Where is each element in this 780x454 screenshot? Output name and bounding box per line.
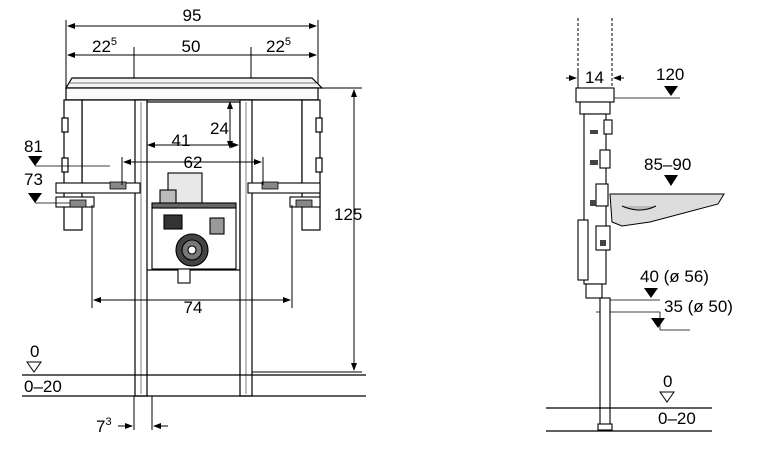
level-top-label: 81: [24, 137, 43, 156]
dim-left-offset: 225: [92, 36, 117, 56]
dim-height-total: 125: [334, 205, 362, 224]
side-top-bracket: [575, 87, 615, 115]
front-floor-range: 0–20: [24, 377, 62, 396]
front-floor-label: 0: [30, 342, 39, 361]
dim-inner-width: 41: [172, 131, 191, 150]
side-height-top-marker: [664, 86, 678, 96]
side-view: 14 120 85–90: [546, 18, 733, 432]
dim-drain-width: 62: [184, 153, 203, 172]
dim-leg-width: 73: [96, 416, 112, 436]
level-bottom-marker: [28, 193, 42, 203]
side-drain-low-label: 35 (ø 50): [664, 297, 733, 316]
side-drain-high-marker: [644, 288, 658, 298]
dim-depth: 14: [585, 68, 604, 87]
dim-right-offset: 225: [266, 36, 291, 56]
side-bowl-height-marker: [664, 175, 678, 186]
level-top-marker: [28, 156, 42, 166]
side-column-details: [590, 130, 606, 246]
side-height-top-label: 120: [656, 65, 684, 84]
side-drain-high-label: 40 (ø 56): [640, 267, 709, 286]
front-view: 95 225 50 225: [22, 6, 366, 436]
right-side-bracket: [301, 99, 323, 231]
front-floor-marker: [26, 361, 42, 373]
dim-width-total: 95: [183, 6, 202, 25]
wall-hung-bowl: [609, 193, 725, 227]
side-floor-range: 0–20: [658, 409, 696, 428]
side-lower-leg: [597, 297, 613, 431]
left-side-bracket: [61, 99, 83, 231]
dim-center-span: 50: [182, 37, 201, 56]
side-bowl-height-label: 85–90: [644, 155, 691, 174]
level-bottom-label: 73: [24, 170, 43, 189]
side-floor-label: 0: [663, 372, 672, 391]
side-floor-marker: [659, 391, 675, 403]
side-drain-low-marker: [651, 318, 665, 328]
dim-foot-width: 74: [184, 298, 203, 317]
dim-bracket-height: 24: [210, 119, 229, 138]
frame-legs: [134, 99, 253, 397]
drain-unit: [151, 172, 237, 284]
fixing-bolts: [69, 181, 313, 208]
